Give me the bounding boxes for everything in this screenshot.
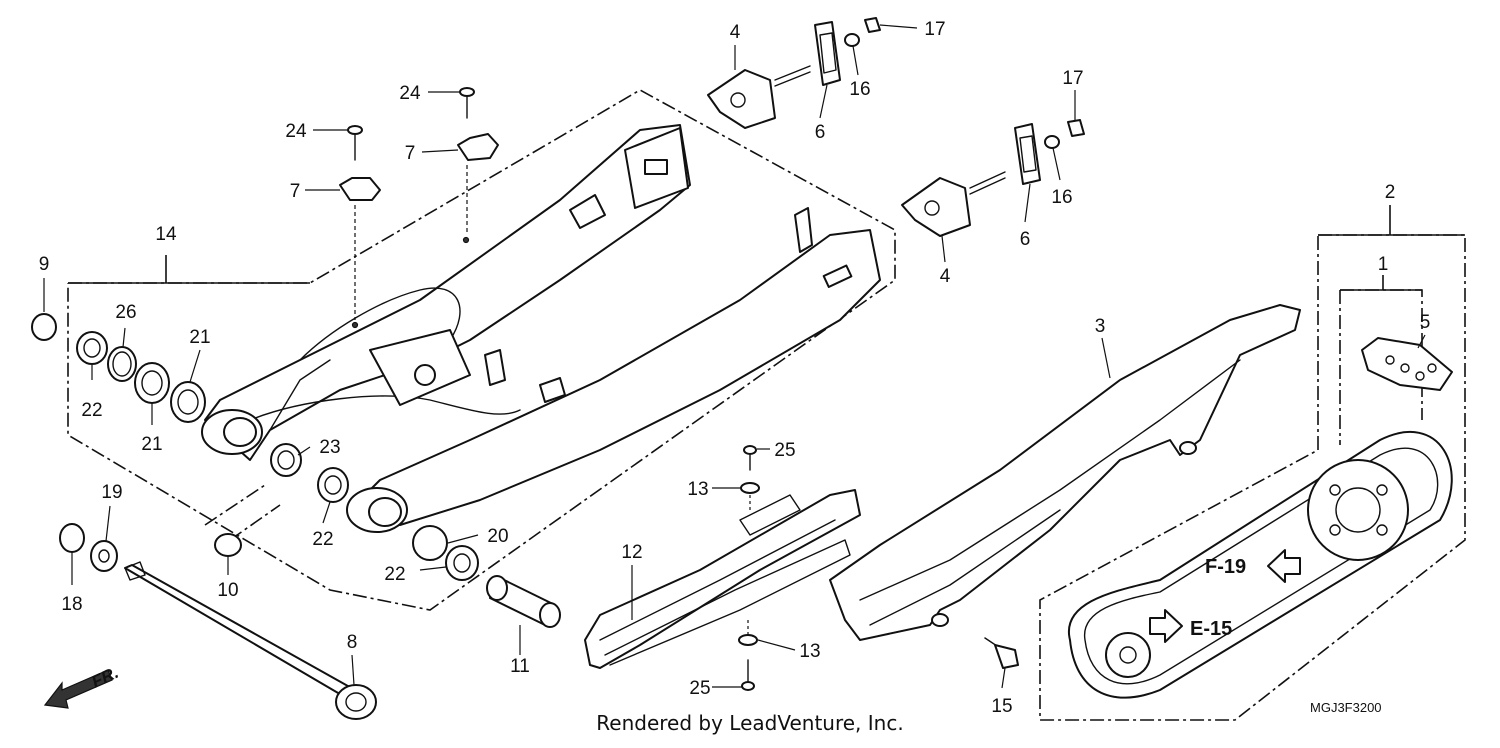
seal-22c xyxy=(445,545,479,581)
swingarm-group-outline xyxy=(67,89,896,611)
callout-4-upper: 4 xyxy=(730,22,741,43)
callout-20: 20 xyxy=(487,526,508,547)
callout-15: 15 xyxy=(991,696,1012,717)
callout-8: 8 xyxy=(347,632,358,653)
slider-fasteners xyxy=(738,445,760,691)
reference-e15: E-15 xyxy=(1149,609,1232,643)
callout-24-left: 24 xyxy=(285,121,307,142)
callout-22-left: 22 xyxy=(81,400,102,421)
washer-19 xyxy=(90,540,118,572)
callout-21-upper: 21 xyxy=(189,327,210,348)
callout-16-lower: 16 xyxy=(1051,187,1072,208)
callout-14: 14 xyxy=(155,224,177,245)
pivot-bolt xyxy=(124,561,377,720)
callout-labels: 1 2 3 4 4 5 6 6 7 7 8 9 10 11 12 13 13 1… xyxy=(39,19,1431,717)
callout-12: 12 xyxy=(621,542,642,563)
callout-13-upper: 13 xyxy=(687,479,708,500)
nut-18 xyxy=(59,523,85,553)
callout-24-right: 24 xyxy=(399,83,421,104)
seal-22b xyxy=(317,467,349,503)
callout-7-right: 7 xyxy=(405,143,416,164)
callout-9: 9 xyxy=(39,254,50,275)
reference-f19: F-19 xyxy=(1205,549,1301,583)
chain-adjuster-upper xyxy=(707,17,881,129)
callout-21-lower: 21 xyxy=(141,434,162,455)
front-direction-arrow: FR. xyxy=(43,663,122,709)
cable-clamps xyxy=(339,87,499,320)
callout-10: 10 xyxy=(217,580,238,601)
ref-f19-label: F-19 xyxy=(1205,556,1246,578)
callout-23: 23 xyxy=(319,437,340,458)
collar-10 xyxy=(214,533,242,557)
ref-e15-label: E-15 xyxy=(1190,618,1232,640)
callout-11: 11 xyxy=(510,656,530,677)
bearing-21a xyxy=(134,362,170,404)
bearing-20 xyxy=(412,525,448,561)
bracket-lines xyxy=(68,205,1465,291)
bolt-15 xyxy=(984,637,1019,669)
callout-2: 2 xyxy=(1385,182,1396,203)
callout-16-upper: 16 xyxy=(849,79,870,100)
drawing-code: MGJ3F3200 xyxy=(1310,700,1382,715)
collar-11 xyxy=(486,575,561,628)
callout-13-lower: 13 xyxy=(799,641,820,662)
callout-25-upper: 25 xyxy=(774,440,795,461)
callout-19: 19 xyxy=(101,482,122,503)
callout-1: 1 xyxy=(1378,254,1389,275)
pivot-parts xyxy=(31,313,479,581)
callout-17-upper: 17 xyxy=(924,19,945,40)
render-credit: Rendered by LeadVenture, Inc. xyxy=(596,711,903,735)
callout-17-lower: 17 xyxy=(1062,68,1083,89)
seal-22 xyxy=(76,331,108,365)
bearing-21b xyxy=(170,381,206,423)
callout-6-lower: 6 xyxy=(1020,229,1031,250)
callout-25-lower: 25 xyxy=(689,678,710,699)
chain-adjuster-lower xyxy=(901,119,1085,237)
callout-6-upper: 6 xyxy=(815,122,826,143)
chain-case xyxy=(829,304,1301,641)
callout-18: 18 xyxy=(61,594,82,615)
callout-22-right: 22 xyxy=(384,564,405,585)
chain-slider xyxy=(584,489,861,669)
callout-22-middle: 22 xyxy=(312,529,333,550)
callout-7-left: 7 xyxy=(290,181,301,202)
callout-26: 26 xyxy=(115,302,136,323)
callout-5: 5 xyxy=(1420,312,1431,333)
callout-4-lower: 4 xyxy=(940,266,951,287)
callout-3: 3 xyxy=(1095,316,1106,337)
leader-lines xyxy=(43,24,1426,689)
collar-9 xyxy=(31,313,57,341)
swingarm xyxy=(201,124,881,533)
bearing-23 xyxy=(270,443,302,477)
